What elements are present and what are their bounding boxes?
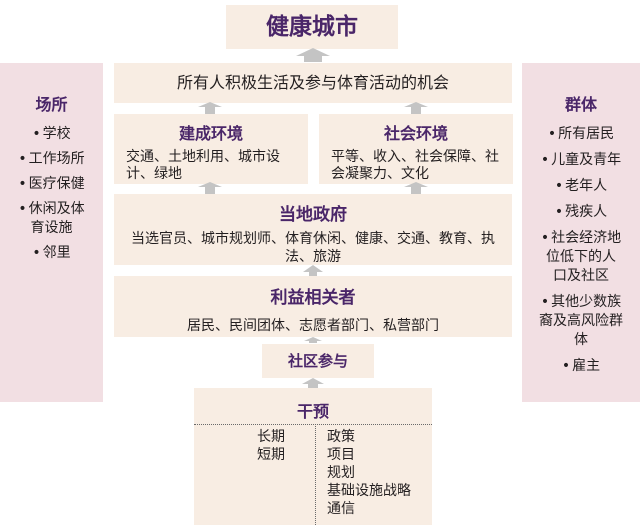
local-government-text: 当选官员、城市规划师、体育休闲、健康、交通、教育、执法、旅游 — [131, 231, 495, 265]
built-environment-text: 交通、土地利用、城市设计、绿地 — [126, 149, 280, 182]
local-government-title: 当地政府 — [279, 205, 347, 225]
places-title: 场所 — [35, 95, 68, 114]
community-participation-box: 社区参与 — [262, 344, 374, 378]
list-item: •邻里 — [32, 245, 71, 261]
term-item: 短期 — [257, 447, 285, 463]
up-arrow-icon — [198, 102, 222, 114]
intervention-column-divider — [315, 424, 316, 525]
social-environment-text: 平等、收入、社会保障、社会凝聚力、文化 — [331, 149, 499, 182]
type-item: 项目 — [327, 447, 355, 463]
built-environment-title: 建成环境 — [178, 124, 243, 143]
list-item: •医疗保健 — [18, 176, 85, 192]
type-item: 基础设施战略 — [327, 483, 411, 499]
up-arrow-icon — [404, 102, 428, 114]
list-item: •学校 — [32, 126, 71, 142]
list-item: •其他少数族裔及高风险群体 — [539, 294, 623, 348]
intervention-title: 干预 — [296, 402, 329, 421]
intervention-box: 干预 长期 短期 政策 项目 规划 基础设施战略 通信 — [194, 388, 432, 525]
page-title: 健康城市 — [226, 5, 398, 49]
double-arrow-icon — [304, 337, 322, 343]
list-item: •休闲及体育设施 — [18, 201, 85, 236]
opportunity-box: 所有人积极生活及参与体育活动的机会 — [114, 63, 512, 103]
groups-title: 群体 — [564, 95, 597, 114]
list-item: •所有居民 — [547, 126, 615, 142]
list-item: •雇主 — [561, 358, 601, 374]
term-item: 长期 — [257, 429, 285, 445]
intervention-terms: 长期 短期 — [257, 428, 285, 464]
intervention-types: 政策 项目 规划 基础设施战略 通信 — [327, 428, 411, 518]
up-arrow-icon — [303, 265, 323, 276]
social-environment-title: 社会环境 — [383, 124, 448, 143]
list-item: •社会经济地位低下的人口及社区 — [540, 230, 622, 284]
up-arrow-icon — [302, 378, 324, 388]
type-item: 通信 — [327, 501, 355, 517]
up-arrow-icon — [198, 182, 222, 194]
places-panel: 场所 •学校 •工作场所 •医疗保健 •休闲及体育设施 •邻里 — [0, 63, 103, 402]
places-list: •学校 •工作场所 •医疗保健 •休闲及体育设施 •邻里 — [0, 125, 103, 263]
list-item: •儿童及青年 — [540, 152, 622, 168]
intervention-divider — [194, 424, 432, 425]
list-item: •老年人 — [554, 178, 608, 194]
up-arrow-icon — [404, 182, 428, 194]
built-environment-box: 建成环境 交通、土地利用、城市设计、绿地 — [114, 114, 308, 184]
list-item: •残疾人 — [554, 204, 608, 220]
groups-list: •所有居民 •儿童及青年 •老年人 •残疾人 •社会经济地位低下的人口及社区 •… — [522, 125, 640, 376]
groups-panel: 群体 •所有居民 •儿童及青年 •老年人 •残疾人 •社会经济地位低下的人口及社… — [522, 63, 640, 402]
list-item: •工作场所 — [18, 151, 85, 167]
stakeholders-box: 利益相关者 居民、民间团体、志愿者部门、私营部门 — [114, 276, 512, 337]
stakeholders-title: 利益相关者 — [270, 288, 356, 308]
type-item: 政策 — [327, 429, 355, 445]
social-environment-box: 社会环境 平等、收入、社会保障、社会凝聚力、文化 — [319, 114, 513, 184]
up-arrow-icon — [296, 48, 330, 62]
type-item: 规划 — [327, 465, 355, 481]
stakeholders-text: 居民、民间团体、志愿者部门、私营部门 — [187, 318, 439, 334]
local-government-box: 当地政府 当选官员、城市规划师、体育休闲、健康、交通、教育、执法、旅游 — [114, 194, 512, 265]
